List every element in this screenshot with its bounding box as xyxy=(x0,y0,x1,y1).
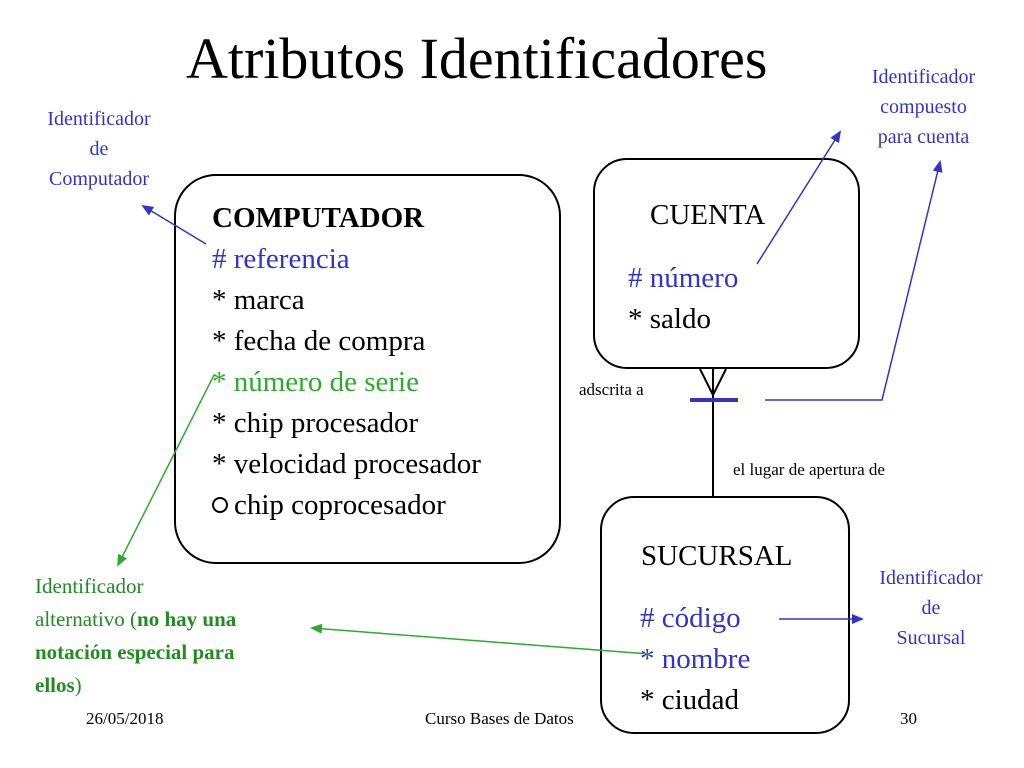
relationship-label-adscrita: adscrita a xyxy=(579,380,644,399)
arrow-nombre xyxy=(310,623,650,655)
entity-name-computador: COMPUTADOR xyxy=(212,202,425,234)
cuenta-attributes: # número * saldo xyxy=(628,258,738,340)
note-identificador-alternativo: Identificador alternativo (no hay una no… xyxy=(35,570,236,702)
slide-title: Atributos Identificadores xyxy=(186,26,768,91)
note-bold-text: notación especial para xyxy=(35,640,235,664)
note-identificador-sucursal: Identificador de Sucursal xyxy=(856,563,1006,653)
relationship-label-apertura: el lugar de apertura de xyxy=(733,460,885,479)
attr-numero: # número xyxy=(628,262,739,294)
attr-marca: * marca xyxy=(212,284,305,316)
note-line: ellos) xyxy=(35,669,236,702)
attr-numero-de-serie: * número de serie xyxy=(212,366,419,398)
sucursal-attributes: # código * nombre * ciudad xyxy=(640,598,750,721)
note-line: Identificador xyxy=(47,108,151,130)
footer-page-number: 30 xyxy=(900,709,917,728)
entity-name-sucursal: SUCURSAL xyxy=(641,540,793,572)
crows-foot-left xyxy=(699,368,714,396)
attr-ciudad: * ciudad xyxy=(640,684,740,716)
note-line: alternativo (no hay una xyxy=(35,603,236,636)
note-line: Computador xyxy=(49,168,149,190)
note-text: ) xyxy=(74,673,82,697)
note-line: de xyxy=(89,138,109,160)
note-line: notación especial para xyxy=(35,636,236,669)
attr-fecha-de-compra: * fecha de compra xyxy=(212,325,426,357)
note-line: Identificador xyxy=(871,66,976,88)
optional-circle-icon xyxy=(212,497,228,514)
attr-nombre: * nombre xyxy=(640,643,751,675)
note-bold-text: ellos xyxy=(35,673,75,697)
note-line: compuesto xyxy=(880,96,967,118)
footer-course: Curso Bases de Datos xyxy=(425,709,574,728)
computador-attributes: COMPUTADOR # referencia * marca * fecha … xyxy=(212,198,481,526)
attr-chip-procesador: * chip procesador xyxy=(212,407,419,439)
note-identificador-computador: Identificador de Computador xyxy=(24,104,174,194)
attr-saldo: * saldo xyxy=(628,303,711,335)
attr-chip-coprocesador: chip coprocesador xyxy=(234,489,446,521)
entity-cuenta xyxy=(593,158,860,369)
entity-name-cuenta: CUENTA xyxy=(650,199,766,231)
note-bold-text: no hay una xyxy=(137,607,237,631)
note-line: de xyxy=(921,597,941,619)
attr-referencia: # referencia xyxy=(212,243,350,275)
arrow-numero xyxy=(756,130,842,265)
crows-foot-right xyxy=(712,368,727,396)
entity-sucursal xyxy=(600,496,850,734)
footer-date: 26/05/2018 xyxy=(86,709,164,728)
note-identificador-compuesto: Identificador compuesto para cuenta xyxy=(846,62,1001,152)
arrow-relationship-bar xyxy=(765,160,943,401)
note-line: Identificador xyxy=(879,567,983,589)
attr-codigo: # código xyxy=(640,602,741,634)
attr-chip-coprocesador-row: chip coprocesador xyxy=(212,485,481,526)
attr-velocidad-procesador: * velocidad procesador xyxy=(212,448,481,480)
note-line: Identificador xyxy=(35,574,144,598)
note-text: alternativo ( xyxy=(35,607,138,631)
note-line: para cuenta xyxy=(877,126,970,148)
note-line: Sucursal xyxy=(896,627,966,649)
arrow-numero-de-serie xyxy=(117,374,215,567)
entity-computador xyxy=(174,174,561,564)
arrow-referencia xyxy=(141,204,207,245)
